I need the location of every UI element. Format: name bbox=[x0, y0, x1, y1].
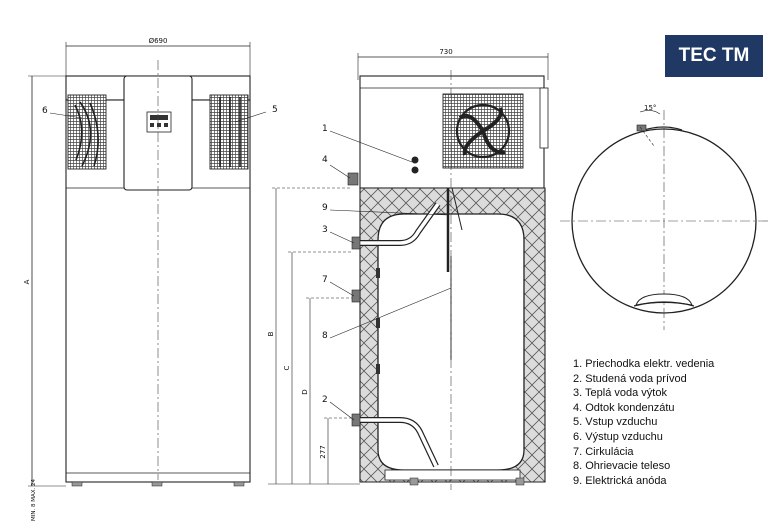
legend-item: 5. Vstup vzduchu bbox=[573, 416, 658, 429]
side-section-view: 730 bbox=[267, 48, 549, 490]
callout-1: 1 bbox=[322, 124, 328, 134]
dim-side-width: 730 bbox=[439, 48, 452, 56]
dim-angle: 15° bbox=[644, 104, 656, 112]
callout-7: 7 bbox=[322, 275, 328, 285]
model-badge: TEC TM bbox=[665, 35, 763, 77]
dim-d: D bbox=[301, 389, 309, 394]
top-view: 15° bbox=[560, 104, 768, 330]
dim-height-a: A bbox=[23, 279, 31, 284]
callout-3: 3 bbox=[322, 225, 328, 235]
legend: 1. Priechodka elektr. vedenia 2. Studená… bbox=[573, 357, 714, 488]
callout-5: 5 bbox=[272, 105, 278, 115]
legend-item: 4. Odtok kondenzátu bbox=[573, 401, 675, 414]
legend-item: 3. Teplá voda výtok bbox=[573, 387, 667, 400]
air-inlet-grille bbox=[209, 94, 249, 170]
dim-feet: MIN. 8 MAX. 24 bbox=[31, 479, 37, 521]
dim-c: C bbox=[283, 365, 291, 370]
callout-9: 9 bbox=[322, 203, 328, 213]
callout-6: 6 bbox=[42, 106, 48, 116]
legend-item: 2. Studená voda prívod bbox=[573, 372, 687, 385]
legend-item: 1. Priechodka elektr. vedenia bbox=[573, 358, 715, 370]
dim-front-width: Ø690 bbox=[149, 37, 168, 45]
legend-item: 6. Výstup vzduchu bbox=[573, 430, 663, 443]
front-view: Ø690 bbox=[23, 37, 278, 521]
legend-item: 9. Elektrická anóda bbox=[573, 474, 667, 487]
legend-item: 7. Cirkulácia bbox=[573, 445, 634, 458]
callout-2: 2 bbox=[322, 395, 328, 405]
callout-8: 8 bbox=[322, 331, 328, 341]
dim-277: 277 bbox=[319, 445, 327, 458]
dim-b: B bbox=[267, 331, 275, 336]
callout-4: 4 bbox=[322, 155, 328, 165]
legend-item: 8. Ohrievacie teleso bbox=[573, 460, 671, 473]
air-outlet-grille bbox=[67, 94, 107, 170]
